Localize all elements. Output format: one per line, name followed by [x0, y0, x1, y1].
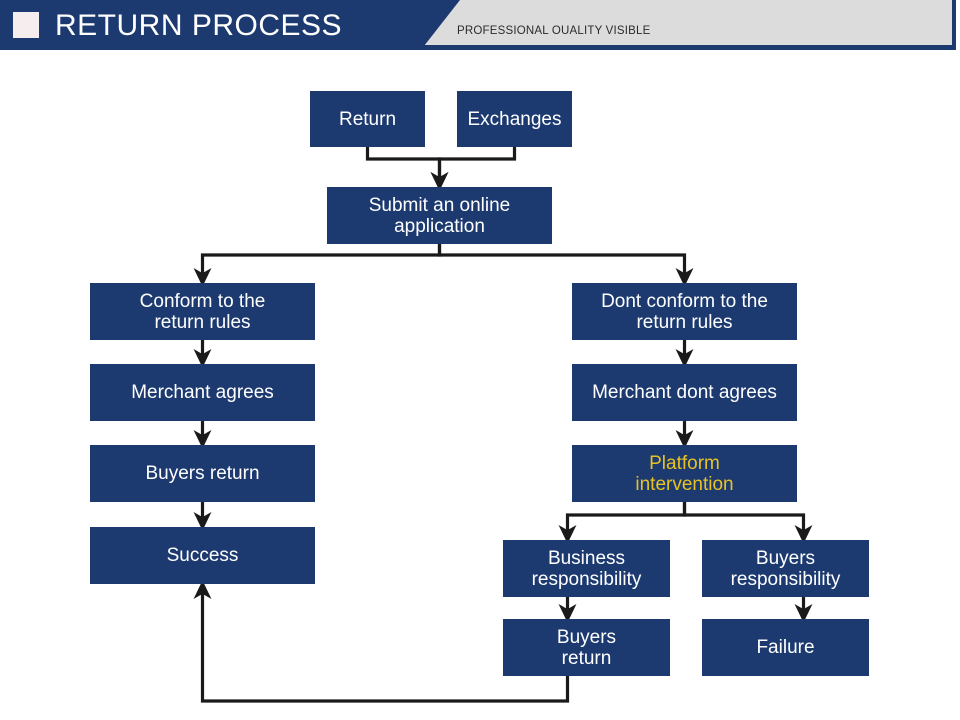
- node-platform-intervention[interactable]: Platform intervention: [572, 445, 797, 502]
- node-buyers-responsibility[interactable]: Buyers responsibility: [702, 540, 869, 597]
- edge-submit-to-conform: [193, 244, 442, 287]
- node-success[interactable]: Success: [90, 527, 315, 584]
- edge-exchanges-to-submit: [430, 147, 517, 191]
- edge-buyers-return-loop-to-success: [193, 580, 570, 703]
- header-square-icon: [13, 12, 39, 38]
- edge-platform-to-business-responsibility: [558, 502, 687, 544]
- node-exchanges[interactable]: Exchanges: [457, 91, 572, 147]
- node-failure[interactable]: Failure: [702, 619, 869, 676]
- page-header: RETURN PROCESS PROFESSIONAL OUALITY VISI…: [0, 0, 960, 56]
- node-return[interactable]: Return: [310, 91, 425, 147]
- node-merchant-dont-agrees[interactable]: Merchant dont agrees: [572, 364, 797, 421]
- header-navy-banner: [0, 0, 460, 50]
- node-dont-conform-return-rules[interactable]: Dont conform to the return rules: [572, 283, 797, 340]
- flowchart-canvas: Return Exchanges Submit an online applic…: [0, 56, 960, 720]
- node-submit-application[interactable]: Submit an online application: [327, 187, 552, 244]
- node-buyers-return[interactable]: Buyers return: [90, 445, 315, 502]
- header-subtitle: PROFESSIONAL OUALITY VISIBLE: [457, 25, 651, 37]
- page-title: RETURN PROCESS: [55, 9, 343, 42]
- edge-platform-to-buyers-responsibility: [682, 502, 813, 544]
- edge-return-to-submit: [365, 147, 449, 191]
- node-buyers-return-after-business[interactable]: Buyers return: [503, 619, 670, 676]
- edge-submit-to-not-conform: [437, 244, 694, 287]
- node-conform-return-rules[interactable]: Conform to the return rules: [90, 283, 315, 340]
- node-business-responsibility[interactable]: Business responsibility: [503, 540, 670, 597]
- node-merchant-agrees[interactable]: Merchant agrees: [90, 364, 315, 421]
- flowchart-connectors: [193, 147, 813, 703]
